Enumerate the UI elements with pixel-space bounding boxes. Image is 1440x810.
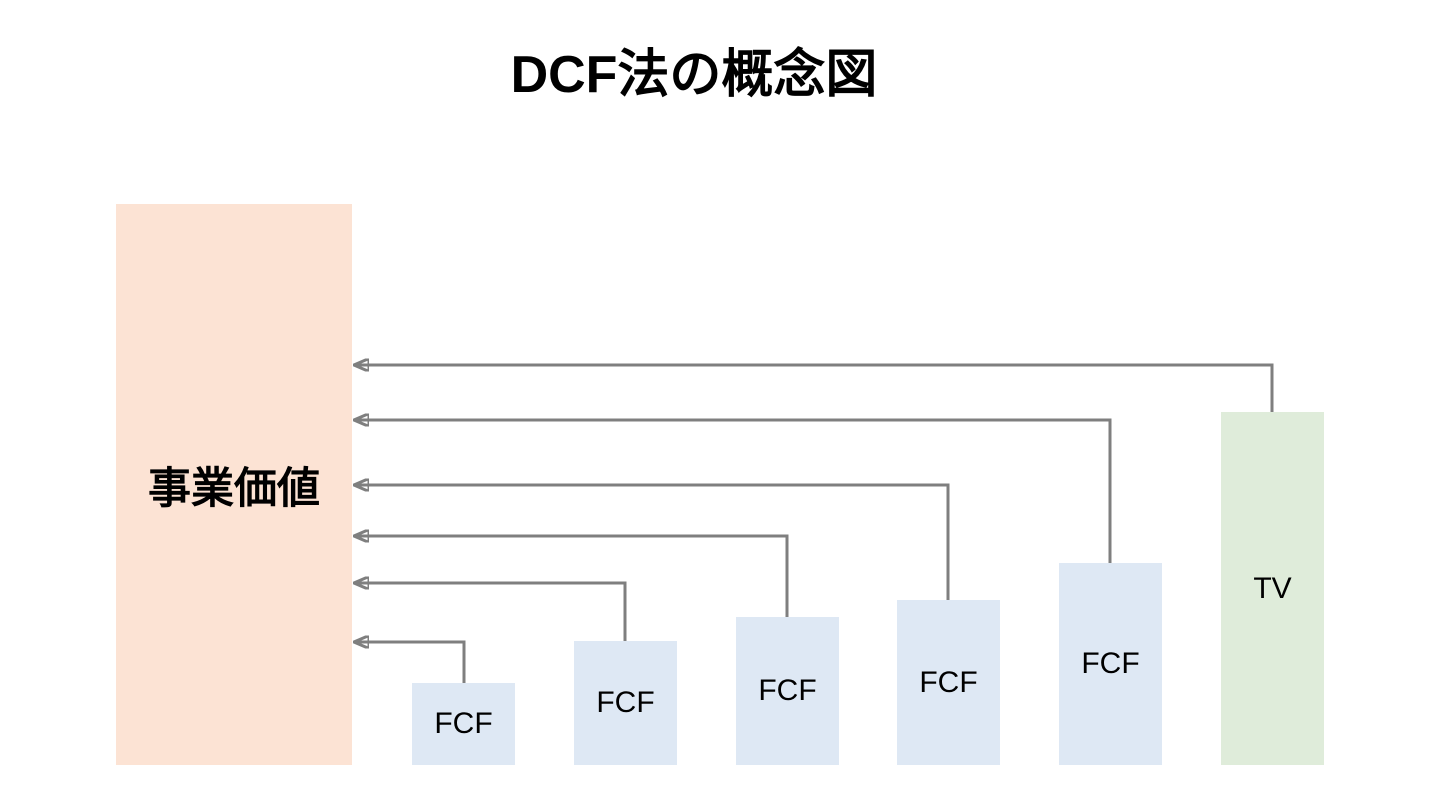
fcf-box-year-4: FCF — [897, 600, 1000, 765]
arrow-fcf5-to-value — [354, 420, 1112, 563]
fcf-box-year-2: FCF — [574, 641, 677, 765]
fcf-label-year-5: FCF — [1081, 647, 1140, 680]
arrow-fcf3-to-value — [354, 536, 789, 617]
diagram-title: DCF法の概念図 — [510, 46, 878, 104]
fcf-label-year-3: FCF — [758, 674, 817, 707]
business-value-label: 事業価値 — [148, 464, 320, 513]
fcf-box-year-5: FCF — [1059, 563, 1162, 765]
terminal-value-box: TV — [1221, 412, 1324, 765]
fcf-label-year-2: FCF — [596, 686, 655, 719]
fcf-label-year-4: FCF — [919, 665, 978, 699]
fcf-box-year-3: FCF — [736, 617, 839, 765]
fcf-label-year-1: FCF — [434, 707, 493, 740]
fcf-box-year-1: FCF — [412, 683, 515, 765]
arrow-fcf4-to-value — [354, 485, 950, 600]
arrow-fcf2-to-value — [354, 583, 627, 641]
arrow-fcf1-to-value — [354, 642, 466, 683]
arrow-tv-to-value — [354, 365, 1274, 412]
terminal-value-label: TV — [1253, 571, 1292, 605]
business-value-box: 事業価値 — [116, 204, 352, 765]
